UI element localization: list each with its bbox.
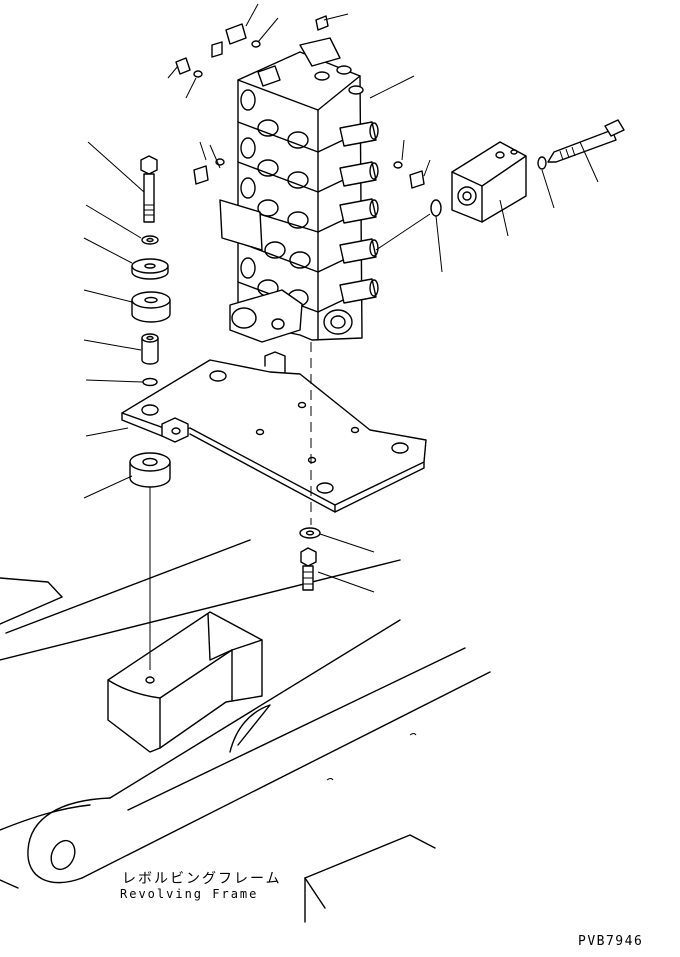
- left-hardware-stack: [131, 155, 171, 387]
- revolving-frame: [0, 539, 491, 923]
- leader-lines: [83, 3, 599, 593]
- valve-fittings: [175, 15, 442, 591]
- frame-bracket: [107, 611, 263, 753]
- mounting-plate: [121, 351, 427, 513]
- mount-cushion: [129, 452, 171, 670]
- control-valve-assembly: [219, 37, 379, 525]
- frame-label-japanese: レボルビングフレーム: [122, 871, 282, 887]
- side-block: [451, 141, 527, 223]
- drawing-code: PVB7946: [578, 934, 644, 949]
- frame-label-english: Revolving Frame: [120, 887, 259, 901]
